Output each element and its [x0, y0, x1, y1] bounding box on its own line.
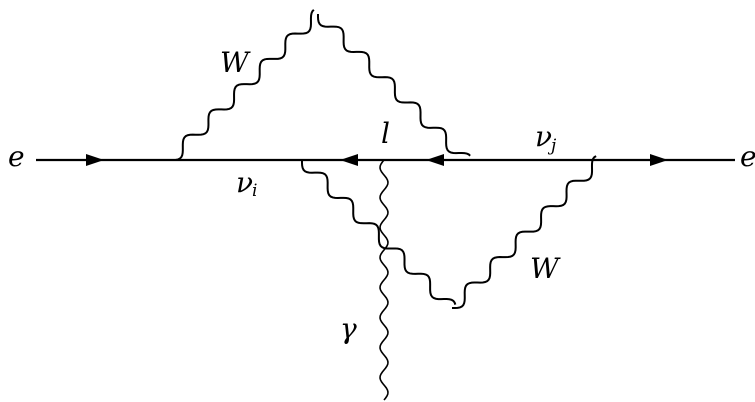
w-boson-top-right	[316, 13, 471, 157]
label-nu-j-sub: j	[547, 136, 557, 156]
photon-line	[379, 159, 389, 401]
arrow-outgoing-electron	[650, 154, 668, 166]
label-nu-j: ν	[535, 120, 552, 153]
label-w-top: W	[220, 46, 251, 79]
w-boson-top-left	[169, 9, 315, 162]
label-nu-i: ν	[236, 166, 253, 199]
arrow-neutrino-j	[426, 154, 444, 166]
arrow-incoming-electron	[86, 154, 104, 166]
label-nu-i-sub: i	[252, 181, 257, 201]
label-e-right: e	[740, 140, 755, 173]
w-boson-bottom-left	[300, 159, 457, 305]
w-boson-bottom-right	[451, 155, 597, 310]
label-gamma: γ	[340, 312, 357, 345]
arrow-lepton-l	[340, 154, 358, 166]
label-e-left: e	[8, 140, 25, 173]
label-l: l	[381, 117, 390, 150]
label-w-bottom: W	[530, 252, 561, 285]
